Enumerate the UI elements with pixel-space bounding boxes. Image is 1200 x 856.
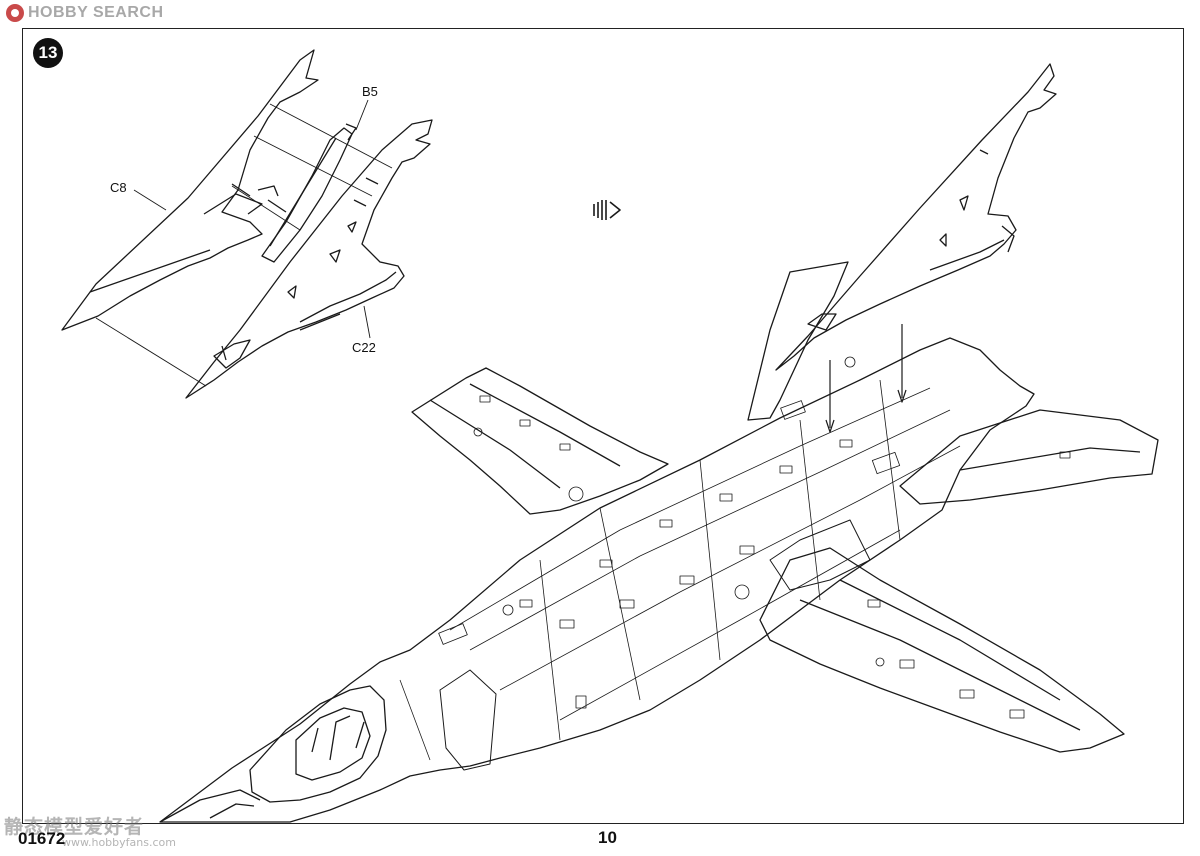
part-c22-fin-half — [185, 119, 433, 399]
part-b5-spine — [261, 127, 353, 263]
fuselage-port-2 — [734, 584, 750, 600]
hobbyfans-watermark-url: www.hobbyfans.com — [62, 836, 176, 849]
installed-tail-fin — [747, 261, 849, 421]
guide-line-low — [231, 185, 301, 231]
part-c8-fin-half — [61, 49, 319, 331]
leader-b5 — [355, 99, 369, 131]
panel-hatch-3 — [871, 451, 901, 475]
part-label-b5: B5 — [362, 84, 378, 99]
direction-arrow-icon — [593, 200, 621, 220]
kit-code: 01672 — [18, 829, 66, 848]
page-number: 10 — [598, 828, 617, 847]
leader-c22 — [363, 305, 371, 339]
hobbyfans-watermark: 静态模型爱好者 — [4, 816, 145, 838]
tail-fin-assembly — [775, 63, 1057, 371]
leader-c8 — [133, 189, 167, 211]
guide-line-top — [269, 103, 393, 169]
part-label-c22: C22 — [352, 340, 376, 355]
fuselage-outline — [159, 337, 1035, 823]
step-number-badge: 13 — [33, 38, 63, 68]
aircraft-main-view — [159, 63, 1159, 823]
cockpit-canopy — [249, 685, 387, 803]
hobby-search-watermark: HOBBY SEARCH — [6, 4, 164, 22]
guide-line-bottom — [95, 317, 207, 387]
guide-line-mid — [253, 135, 373, 197]
panel-hatch-1 — [438, 623, 468, 645]
exploded-fin-assembly — [61, 49, 433, 399]
page-frame — [22, 28, 1184, 824]
watermark-text: HOBBY SEARCH — [28, 4, 164, 21]
left-wing — [411, 367, 669, 515]
panel-hatch-2 — [780, 400, 806, 420]
fuselage-port-1 — [568, 486, 584, 502]
hobby-search-logo-icon — [6, 4, 24, 22]
part-label-c8: C8 — [110, 180, 127, 195]
right-wing — [759, 547, 1125, 753]
right-stabilizer — [899, 409, 1159, 505]
